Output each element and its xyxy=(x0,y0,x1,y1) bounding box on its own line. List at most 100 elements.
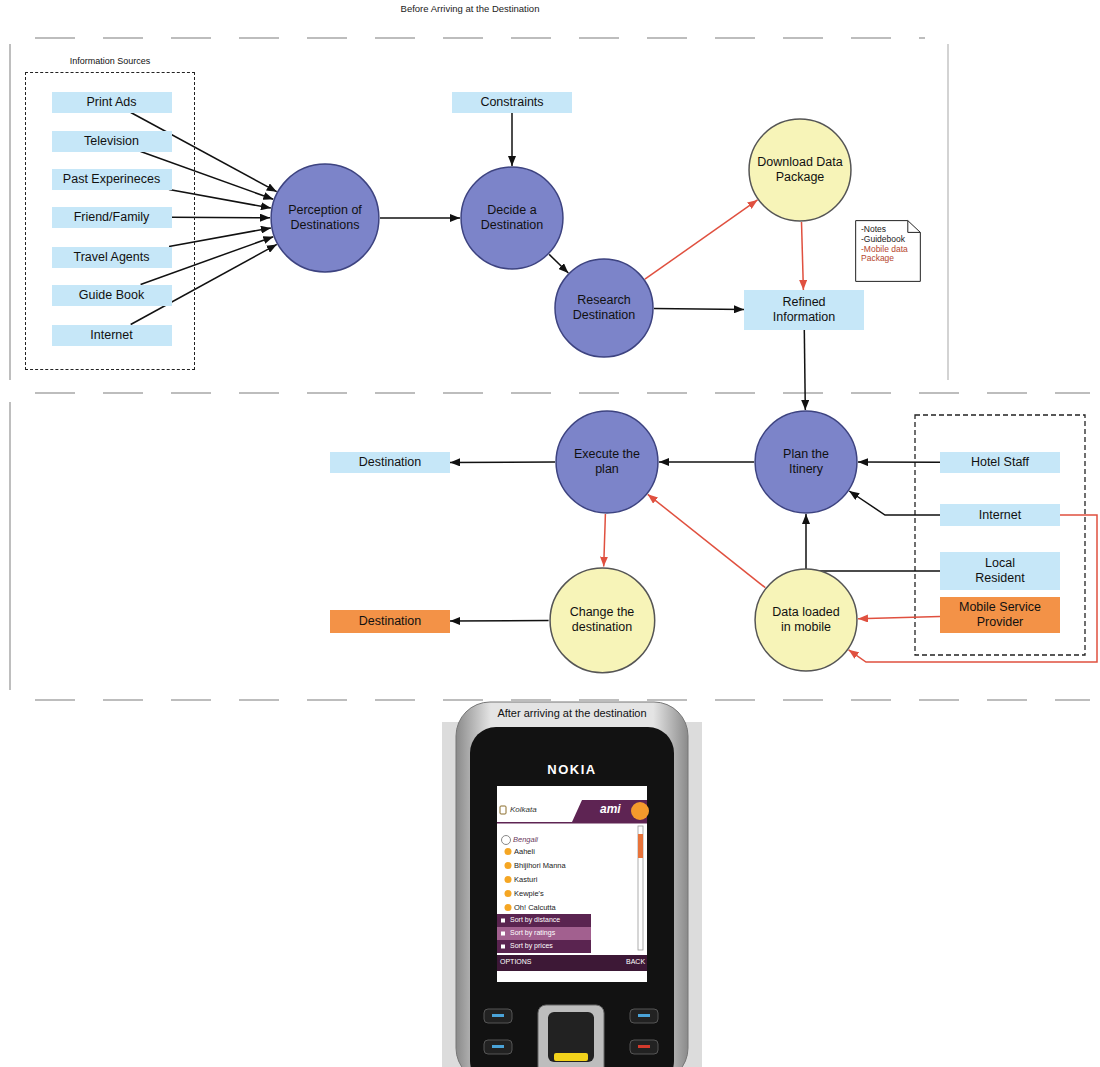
flow-arrow xyxy=(654,308,744,310)
process-circle: Perception of Destinations xyxy=(270,163,380,273)
text-block: Execute the plan xyxy=(567,447,647,477)
scroll-track xyxy=(638,826,643,950)
soft-key xyxy=(484,1009,512,1023)
node-label: Constraints xyxy=(480,95,543,110)
circle-outline xyxy=(461,167,563,269)
node-label: Guide Book xyxy=(79,288,144,303)
node-label: Data loaded in mobile xyxy=(766,605,846,635)
source-box: Internet xyxy=(52,325,172,346)
text-block: Perception of Destinations xyxy=(279,203,371,233)
flow-arrow xyxy=(169,190,271,209)
source-box: Past Experineces xyxy=(52,169,172,190)
flow-arrow xyxy=(648,494,766,587)
screen-item: Oh! Calcutta xyxy=(514,903,556,912)
text-block: Data loaded in mobile xyxy=(766,605,846,635)
text-block: Local Resident xyxy=(960,556,1040,586)
flow-arrow xyxy=(849,491,940,515)
screen-category: Bengali xyxy=(513,835,538,844)
node-label: -Guidebook xyxy=(861,235,915,245)
mobile-source-box: Mobile Service Provider xyxy=(940,597,1060,633)
softkey-label: OPTIONS xyxy=(500,958,532,966)
text-block: Plan the Itinery xyxy=(766,447,846,477)
node-label: Destination xyxy=(359,614,422,629)
menu-icon xyxy=(501,932,505,936)
node-label: Television xyxy=(84,134,139,149)
app-logo-dot xyxy=(631,802,649,820)
soft-key-mark xyxy=(492,1014,504,1017)
node-label: Print Ads xyxy=(86,95,136,110)
text-block: Refined Information xyxy=(764,295,844,325)
list-dot xyxy=(505,876,512,883)
text-block: Decide a Destination xyxy=(472,203,552,233)
text-block: Download Data Package xyxy=(757,155,843,185)
flow-arrow xyxy=(804,330,805,410)
node-label: Hotel Staff xyxy=(971,455,1029,470)
source-box: Local Resident xyxy=(940,552,1060,590)
node-label: Plan the Itinery xyxy=(766,447,846,477)
flow-arrow xyxy=(172,217,271,219)
menu-item: Sort by prices xyxy=(510,942,553,950)
text-block: Research Destination xyxy=(564,293,644,323)
section-divider xyxy=(35,37,925,39)
call-key-mark xyxy=(492,1045,504,1048)
phone-screen xyxy=(497,786,647,982)
node-label: Destination xyxy=(359,455,422,470)
text-block: Internet xyxy=(979,508,1021,523)
flow-arrow xyxy=(806,514,940,571)
list-dot xyxy=(505,862,512,869)
screen-item: Aaheli xyxy=(514,847,535,856)
flow-arrow xyxy=(858,617,940,619)
soft-key xyxy=(630,1009,658,1023)
source-group-frame xyxy=(915,415,1085,655)
note-shape: -Notes-Guidebook-Mobile data Package xyxy=(855,220,921,282)
flow-arrow xyxy=(659,461,754,463)
scroll-thumb xyxy=(638,834,643,858)
phone-front xyxy=(470,727,674,1067)
list-dot xyxy=(505,890,512,897)
text-block: -Notes-Guidebook-Mobile data Package xyxy=(861,225,915,264)
section-label: After arriving at the destination xyxy=(422,707,722,720)
text-block: Constraints xyxy=(480,95,543,110)
navigation-key-center xyxy=(548,1012,594,1062)
circle-outline xyxy=(550,568,655,673)
node-label: Decide a Destination xyxy=(472,203,552,233)
end-key-mark xyxy=(638,1045,650,1048)
flow-arrow xyxy=(450,620,549,622)
flow-arrow xyxy=(802,222,804,290)
process-circle: Plan the Itinery xyxy=(754,410,858,514)
process-circle: Execute the plan xyxy=(555,410,659,514)
text-block: Information Sources xyxy=(26,56,194,67)
end-key xyxy=(630,1040,658,1054)
circle-outline xyxy=(556,411,658,513)
source-box: Hotel Staff xyxy=(940,452,1060,473)
section-edge xyxy=(9,402,11,690)
node-label: Refined Information xyxy=(764,295,844,325)
destination-box: Destination xyxy=(330,610,450,633)
header-rule xyxy=(497,822,647,824)
flow-arrow xyxy=(450,461,555,463)
text-block: Mobile Service Provider xyxy=(950,600,1050,630)
node-label: Download Data Package xyxy=(757,155,843,185)
navigation-key-light xyxy=(554,1053,588,1061)
list-dot xyxy=(505,904,512,911)
source-box: Travel Agents xyxy=(52,247,172,268)
menu-item: Sort by ratings xyxy=(510,929,555,937)
flow-arrow xyxy=(380,217,460,219)
note-fold xyxy=(908,221,921,233)
menu-row xyxy=(497,940,591,953)
source-box: Internet xyxy=(940,504,1060,526)
flow-arrow xyxy=(549,254,568,273)
text-block: Hotel Staff xyxy=(971,455,1029,470)
info-box: Refined Information xyxy=(744,290,864,330)
node-label: Research Destination xyxy=(564,293,644,323)
circle-outline xyxy=(271,164,379,272)
source-box: Guide Book xyxy=(52,285,172,306)
call-key xyxy=(484,1040,512,1054)
diagram-title: Before Arriving at the Destination xyxy=(270,3,670,14)
node-label: Local Resident xyxy=(960,556,1040,586)
node-label: Perception of Destinations xyxy=(279,203,371,233)
softkey-bar xyxy=(497,955,647,971)
flow-arrow xyxy=(849,515,1097,662)
node-label: Change the destination xyxy=(556,605,648,635)
